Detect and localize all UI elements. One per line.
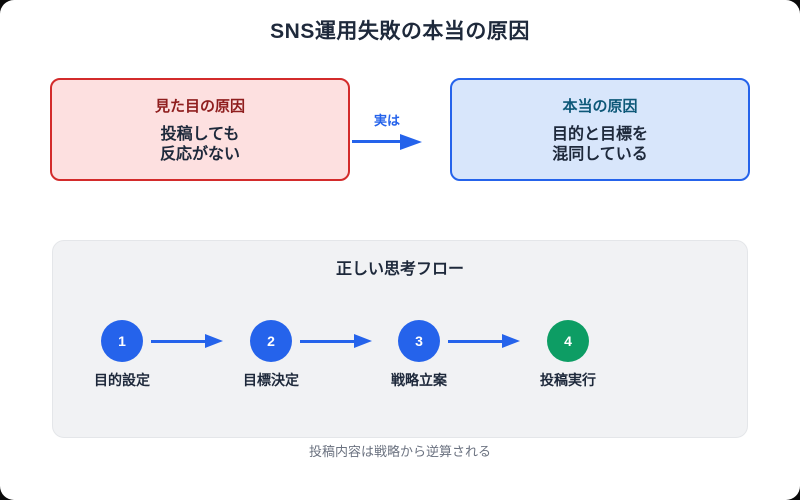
right-arrow-icon: [151, 334, 223, 348]
arrow-shaft: [352, 140, 400, 143]
real-cause-header: 本当の原因: [562, 97, 638, 115]
flow-step-1: 1 目的設定: [77, 320, 167, 390]
step-2-circle: 2: [250, 320, 292, 362]
apparent-cause-text: 投稿しても 反応がない: [160, 125, 240, 165]
step-2-label: 目標決定: [243, 372, 299, 388]
real-cause-text: 目的と目標を 混同している: [552, 125, 648, 165]
step-4-label: 投稿実行: [540, 372, 596, 388]
right-arrow-icon: [448, 334, 520, 348]
transition-arrow-group: 実は: [350, 78, 450, 181]
arrow-head: [400, 133, 422, 150]
flow-step-4: 4 投稿実行: [523, 320, 613, 390]
step-4-circle: 4: [547, 320, 589, 362]
step-3-label: 戦略立案: [391, 372, 447, 388]
page-title: SNS運用失敗の本当の原因: [270, 20, 530, 43]
right-arrow-icon: [300, 334, 372, 348]
step-1-label: 目的設定: [94, 372, 150, 388]
apparent-cause-header: 見た目の原因: [154, 97, 245, 115]
real-cause-line2: 混同している: [552, 145, 648, 163]
flow-step-2: 2 目標決定: [226, 320, 316, 390]
arrow-head: [502, 334, 520, 348]
real-cause-line1: 目的と目標を: [551, 125, 648, 143]
step-3-circle: 3: [398, 320, 440, 362]
arrow-head: [354, 334, 372, 348]
apparent-cause-line1: 投稿しても: [160, 125, 240, 143]
right-arrow-icon: [352, 133, 422, 150]
apparent-cause-box: 見た目の原因 投稿しても 反応がない: [50, 78, 350, 181]
flow-caption: 投稿内容は戦略から逆算される: [308, 444, 491, 459]
arrow-head: [205, 334, 223, 348]
arrow-shaft: [151, 339, 205, 343]
flow-section: 正しい思考フロー 1 目的設定 2 目標決定 3 戦略立案 4 投稿実行: [52, 240, 748, 438]
apparent-cause-line2: 反応がない: [159, 145, 240, 163]
arrow-shaft: [300, 339, 354, 343]
step-1-circle: 1: [101, 320, 143, 362]
flow-step-3: 3 戦略立案: [374, 320, 464, 390]
flow-title: 正しい思考フロー: [335, 261, 464, 278]
real-cause-box: 本当の原因 目的と目標を 混同している: [450, 78, 750, 181]
arrow-shaft: [448, 339, 502, 343]
arrow-label: 実は: [373, 112, 400, 128]
